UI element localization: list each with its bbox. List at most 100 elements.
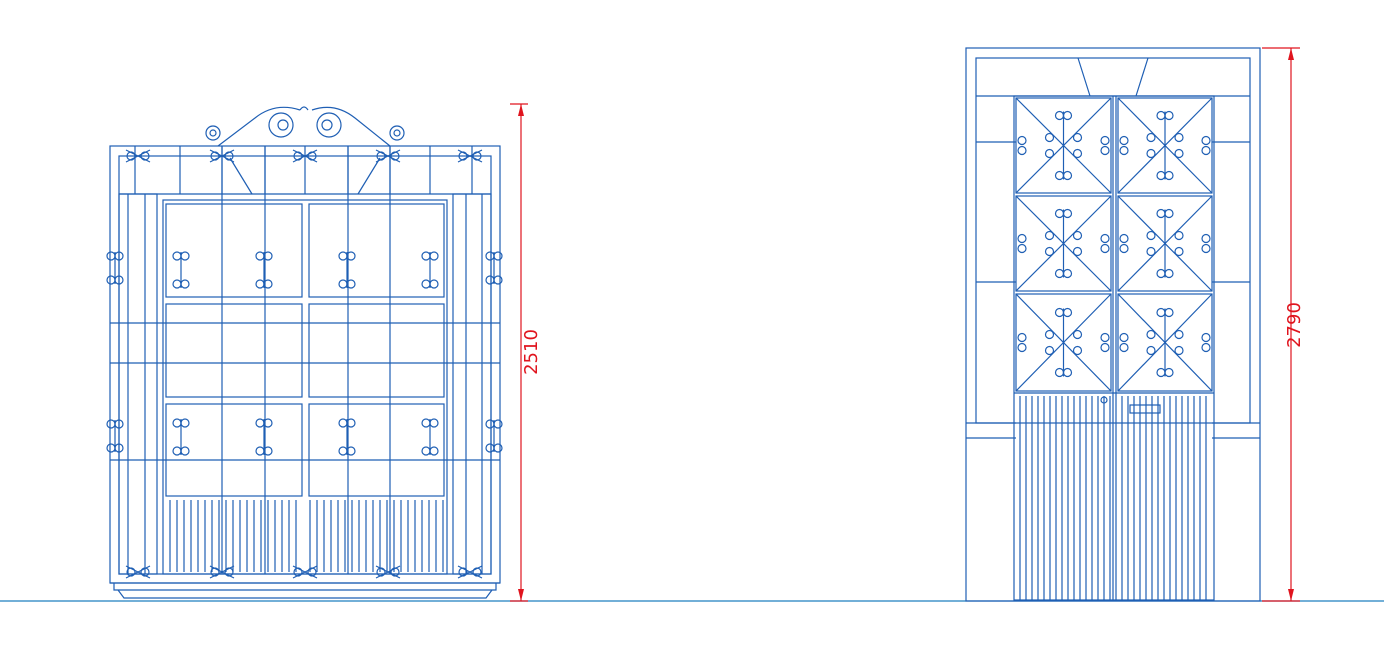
scroll-curl: [1072, 132, 1083, 143]
panel-frame: [1117, 195, 1213, 292]
scroll-curl: [493, 275, 503, 285]
scroll-curl: [180, 251, 190, 261]
scroll-ornament: [338, 251, 356, 289]
scroll-curl: [1017, 135, 1027, 146]
scroll-curl: [1164, 367, 1174, 378]
scroll-curl: [1156, 367, 1166, 378]
scroll-curl: [1156, 208, 1166, 219]
bow-curl: [458, 567, 468, 577]
scroll-ornament: [1156, 307, 1174, 378]
scroll-curl: [1119, 243, 1129, 254]
scroll-curl: [1054, 170, 1065, 181]
scroll-ornament: [255, 251, 273, 289]
door-upper-panels: [1015, 97, 1213, 392]
scroll-curl: [1072, 345, 1083, 356]
scroll-curl: [1017, 332, 1027, 343]
window-crest-scroll: [205, 106, 405, 195]
scroll-curl: [1164, 110, 1174, 121]
scroll-curl: [338, 251, 348, 261]
scroll-curl: [1072, 230, 1083, 241]
door-panel: [1117, 97, 1213, 194]
scroll-curl: [1044, 345, 1055, 356]
scroll-curl: [180, 418, 190, 428]
scroll-ornament: [485, 419, 503, 453]
scroll-curl: [1201, 233, 1211, 244]
window-bottom-slats: [169, 500, 444, 572]
scroll-curl: [263, 251, 273, 261]
glass-pane: [308, 403, 445, 497]
scroll-curl: [1062, 110, 1073, 121]
scroll-curl: [346, 446, 356, 456]
scroll-curl: [1119, 145, 1129, 156]
window-left-column: [118, 193, 158, 575]
scroll-curl: [255, 446, 265, 456]
scroll-ornament: [172, 418, 190, 456]
scroll-curl: [346, 418, 356, 428]
bow-ornament: [125, 565, 151, 579]
bow-curl: [126, 567, 136, 577]
scroll-curl: [338, 279, 348, 289]
scroll-curl: [1174, 132, 1184, 143]
window-height-dimension: 2510: [510, 103, 542, 602]
sash-frame: [162, 199, 448, 575]
scroll-curl: [1156, 110, 1166, 121]
bow-ornament: [209, 149, 235, 163]
bow-curl: [140, 567, 150, 577]
door-height-dimension: 2790: [1262, 47, 1305, 602]
scroll-curl: [1017, 243, 1027, 254]
scroll-curl: [1174, 329, 1184, 340]
glass-pane: [165, 403, 303, 497]
bow-curl: [307, 567, 317, 577]
glass-pane: [308, 203, 445, 298]
scroll-curl: [1201, 342, 1211, 353]
door-keyhole: [1100, 396, 1108, 404]
scroll-curl: [180, 446, 190, 456]
panel-frame: [1117, 97, 1213, 194]
scroll-curl: [1174, 230, 1184, 241]
scroll-curl: [172, 251, 182, 261]
dimension-arrow: [1288, 48, 1294, 60]
scroll-curl: [106, 419, 116, 429]
scroll-curl: [1044, 230, 1055, 241]
door-outer-frame: [965, 47, 1261, 602]
scroll-curl: [263, 279, 273, 289]
scroll-ornament: [172, 251, 190, 289]
door-panel: [1117, 293, 1213, 392]
scroll-curl: [1156, 268, 1166, 279]
window-scroll-ornaments: [106, 149, 503, 579]
door-height-label: 2790: [1284, 302, 1305, 348]
bow-curl: [224, 151, 234, 161]
scroll-curl: [1164, 268, 1174, 279]
scroll-curl: [172, 279, 182, 289]
bow-curl: [307, 151, 317, 161]
scroll-ornament: [338, 418, 356, 456]
scroll-curl: [346, 279, 356, 289]
scroll-curl: [421, 418, 431, 428]
scroll-curl: [421, 251, 431, 261]
bow-curl: [293, 151, 303, 161]
scroll-curl: [1164, 170, 1174, 181]
scroll-curl: [1156, 170, 1166, 181]
panel-frame: [1015, 195, 1112, 292]
scroll-curl: [1146, 132, 1156, 143]
scroll-curl: [1062, 268, 1073, 279]
door-plinth: [966, 422, 1260, 439]
scroll-curl: [1017, 342, 1027, 353]
scroll-curl: [485, 275, 495, 285]
scroll-curl: [1201, 135, 1211, 146]
scroll-curl: [1164, 307, 1174, 318]
scroll-curl: [1119, 135, 1129, 146]
scroll-curl: [255, 251, 265, 261]
scroll-curl: [172, 446, 182, 456]
scroll-curl: [1100, 342, 1110, 353]
bow-curl: [140, 151, 150, 161]
bow-curl: [472, 151, 482, 161]
scroll-ornament: [106, 251, 124, 285]
scroll-curl: [1164, 208, 1174, 219]
dimension-arrow: [518, 104, 524, 116]
door-panel: [1015, 293, 1112, 392]
scroll-curl: [114, 251, 124, 261]
bow-curl: [126, 151, 136, 161]
scroll-curl: [1044, 132, 1055, 143]
scroll-curl: [1054, 307, 1065, 318]
